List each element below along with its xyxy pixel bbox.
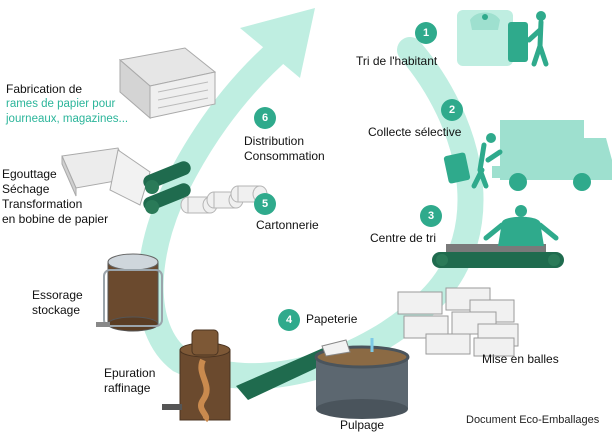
essorage-label: Essorage stockage xyxy=(32,288,83,318)
home-sorting-illustration xyxy=(457,10,549,67)
epuration-line-2: raffinage xyxy=(104,381,151,395)
refining-column-illustration xyxy=(162,329,231,423)
step-4-badge: 4 xyxy=(278,309,300,331)
epuration-line-1: Epuration xyxy=(104,366,156,380)
fabrication-title: Fabrication de xyxy=(6,82,83,96)
essorage-line-1: Essorage xyxy=(32,288,83,302)
collection-truck-illustration xyxy=(443,120,612,191)
fabrication-detail-line-1: rames de papier pour xyxy=(6,98,116,110)
document-credit: Document Eco-Emballages xyxy=(466,414,600,426)
step-3-label: Centre de tri xyxy=(370,231,437,245)
egouttage-line-1: Egouttage xyxy=(2,167,57,181)
egouttage-line-2: Séchage xyxy=(2,182,50,196)
paper-machine-illustration xyxy=(61,147,268,214)
egouttage-label: Egouttage Séchage Transformation en bobi… xyxy=(2,167,108,227)
pulper-illustration xyxy=(236,338,410,419)
step-5-label: Cartonnerie xyxy=(256,218,319,232)
step-6-label-line-2: Consommation xyxy=(244,149,325,163)
paper-stack-illustration xyxy=(118,47,217,120)
sorting-center-illustration xyxy=(432,205,564,268)
step-6-label: Distribution Consommation xyxy=(244,134,325,164)
mise-en-balles-label: Mise en balles xyxy=(482,352,559,366)
step-2-badge: 2 xyxy=(441,99,463,121)
step-4-label: Papeterie xyxy=(306,312,358,326)
epuration-label: Epuration raffinage xyxy=(104,366,155,396)
storage-tank-illustration xyxy=(96,253,163,332)
paper-bales-illustration xyxy=(397,287,519,357)
step-2-label: Collecte sélective xyxy=(368,125,462,139)
arrow-head xyxy=(240,8,315,78)
fabrication-label: Fabrication de rames de papier pour jour… xyxy=(6,82,128,127)
egouttage-line-4: en bobine de papier xyxy=(2,212,109,226)
step-6-label-line-1: Distribution xyxy=(244,134,305,148)
step-3-badge: 3 xyxy=(420,205,442,227)
fabrication-detail-line-2: journeaux, magazines... xyxy=(6,113,129,125)
pulpage-label: Pulpage xyxy=(340,418,385,432)
essorage-line-2: stockage xyxy=(32,303,81,317)
egouttage-line-3: Transformation xyxy=(2,197,83,211)
step-1-badge: 1 xyxy=(415,22,437,44)
step-5-badge: 5 xyxy=(254,193,276,215)
step-1-label: Tri de l'habitant xyxy=(356,54,438,68)
step-6-badge: 6 xyxy=(254,107,276,129)
